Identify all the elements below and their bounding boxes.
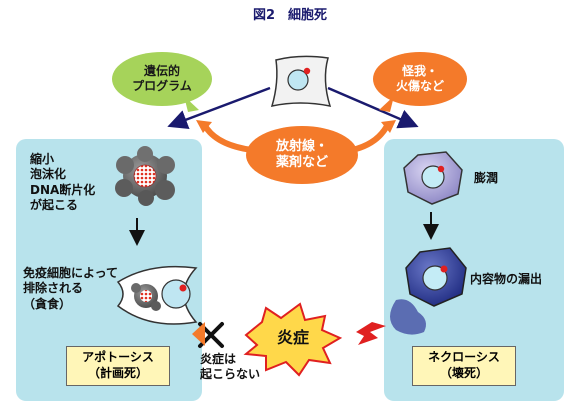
orange-arrowhead-left-icon xyxy=(196,120,212,133)
no-inflammation-text: 炎症は 起こらない xyxy=(200,352,261,382)
branch-arrows xyxy=(167,86,419,130)
leaking-cell-icon xyxy=(390,247,467,335)
inflammation-label: 炎症 xyxy=(276,328,309,347)
genetic-program-oval: 遺伝的 プログラム xyxy=(112,52,212,106)
apoptosis-label: アポトーシス （計画死） xyxy=(66,346,170,386)
radiation-oval: 放射線・ 薬剤など xyxy=(246,126,358,184)
apoptotic-cell-icon xyxy=(115,146,175,206)
injury-oval: 怪我・ 火傷など xyxy=(373,52,467,106)
leakage-text: 内容物の漏出 xyxy=(470,272,543,286)
inflammation-burst-icon xyxy=(243,302,343,377)
swelling-cell-icon xyxy=(403,151,463,205)
figure-title: 図2 細胞死 xyxy=(252,8,328,23)
apoptosis-steps-text: 縮小 泡沫化 DNA断片化 が起こる xyxy=(30,152,96,213)
normal-cell-icon xyxy=(270,55,332,107)
necrosis-label: ネクローシス （壊死） xyxy=(412,346,516,386)
phagocytosis-text: 免疫細胞によって 排除される （貪食） xyxy=(23,266,119,311)
necrosis-inflammation-arrow-icon xyxy=(356,322,386,345)
apoptosis-orange-arrow-icon xyxy=(192,322,205,346)
orange-arrowhead-right-icon xyxy=(381,120,396,133)
phagocytosis-icon xyxy=(116,265,198,325)
swelling-text: 膨潤 xyxy=(474,171,499,185)
